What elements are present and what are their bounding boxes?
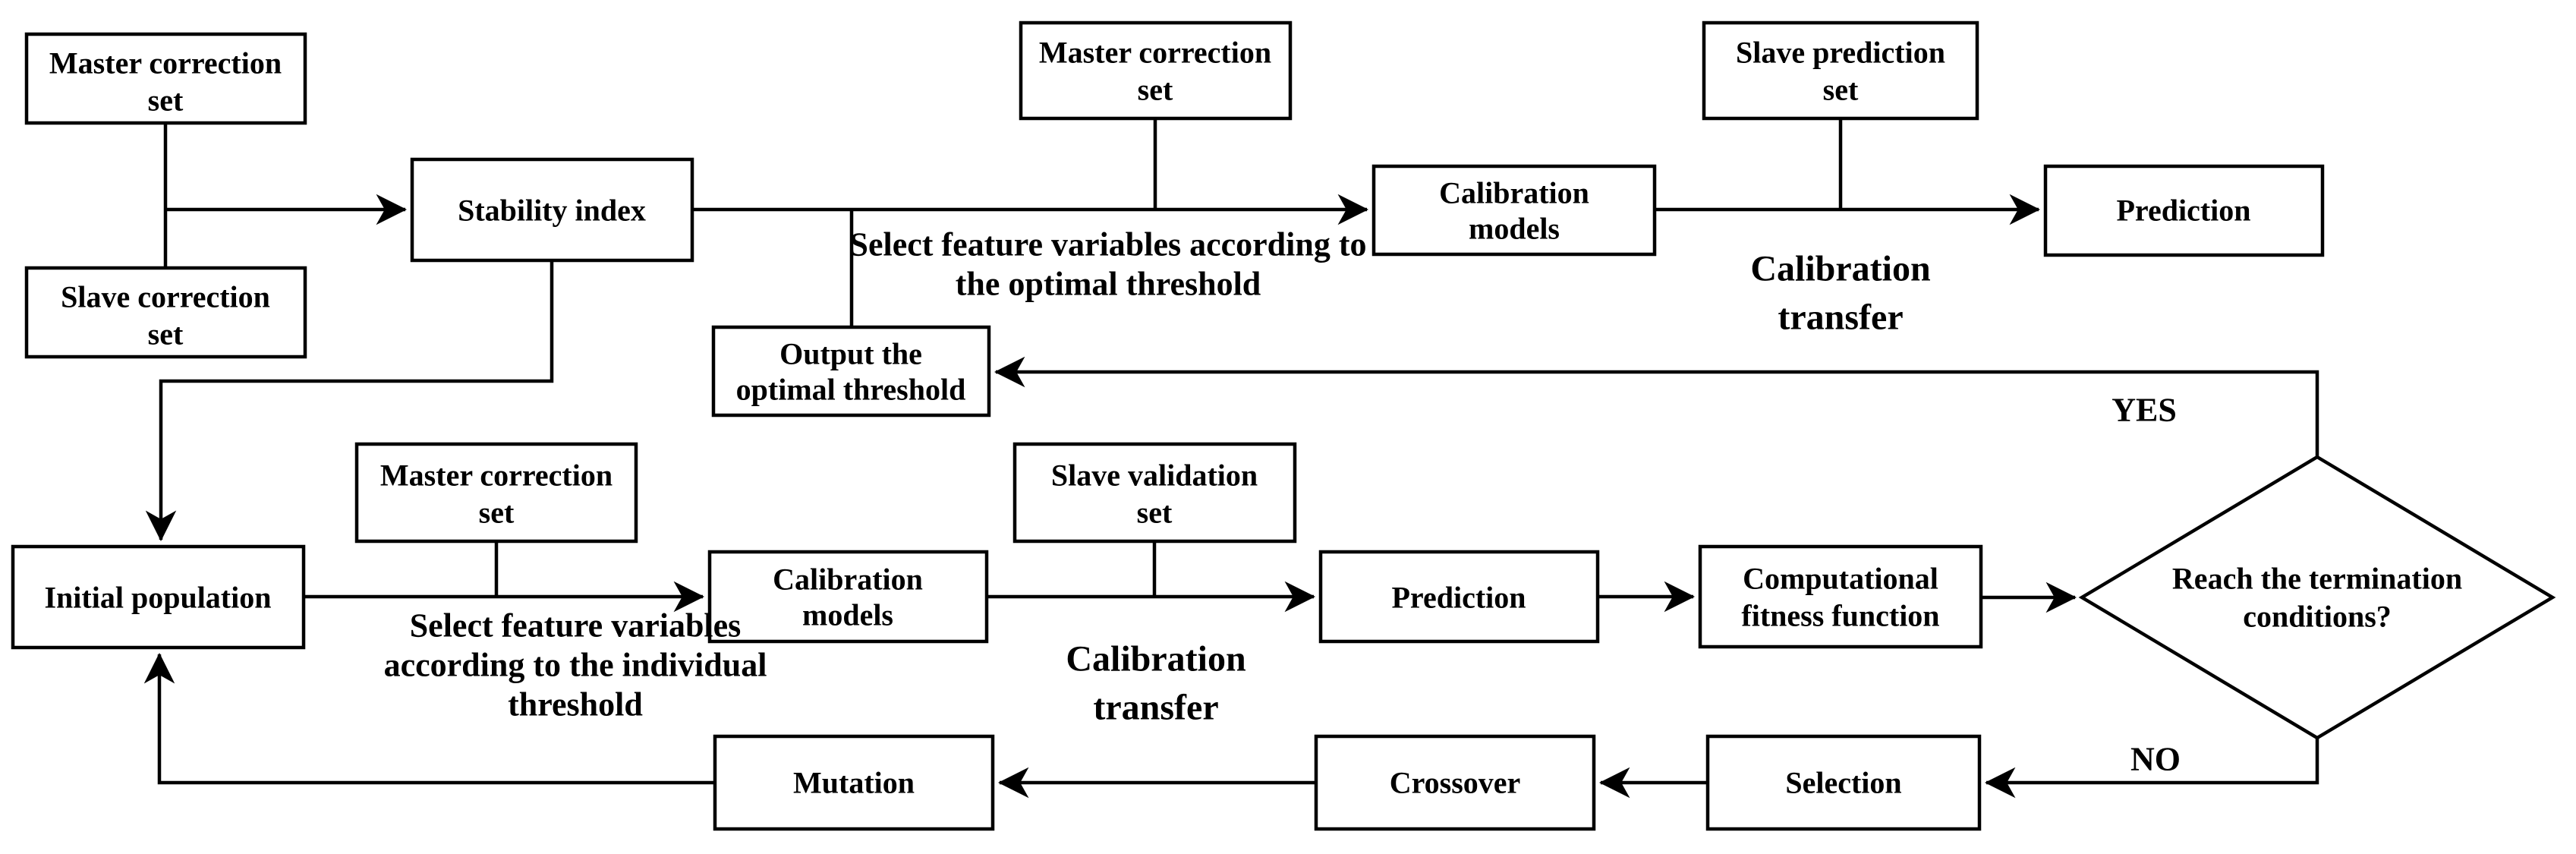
select-optimal-threshold-note: Select feature variables according to: [849, 226, 1366, 263]
select-individual-threshold-note: according to the individual: [384, 647, 767, 684]
slave-correction-set-label: Slave correction: [61, 280, 270, 314]
output-optimal-threshold-box: [711, 325, 991, 418]
slave-validation-set-label: Slave validation: [1051, 459, 1258, 493]
slave-prediction-set-label: Slave prediction: [1736, 36, 1945, 70]
no-branch-label: NO: [2130, 741, 2181, 778]
node-crossover: Crossover: [1314, 734, 1596, 831]
node-master-correction-set-2: Master correction set: [1019, 20, 1293, 121]
crossover-label: Crossover: [1390, 766, 1521, 800]
slave-prediction-set-box: [1702, 20, 1979, 121]
node-initial-population: Initial population: [11, 544, 306, 650]
calibration-models-1-label: models: [1469, 212, 1560, 246]
master-correction-set-3-box: [354, 442, 638, 544]
crossover-box: [1314, 734, 1596, 831]
select-individual-threshold-note: Select feature variables: [410, 607, 742, 644]
calibration-transfer-1-note: transfer: [1778, 298, 1903, 338]
select-optimal-threshold-note: the optimal threshold: [956, 266, 1261, 303]
node-slave-validation-set: Slave validation set: [1012, 442, 1297, 544]
edges: [143, 118, 2319, 799]
computational-fitness-function-label: Computational: [1743, 562, 1938, 596]
master-correction-set-3-label: set: [479, 496, 515, 530]
node-selection: Selection: [1705, 734, 1982, 831]
edge-stability-to-initial-population-arrow: [145, 260, 554, 542]
calibration-transfer-2-note: transfer: [1093, 688, 1218, 728]
node-prediction-1: Prediction: [2043, 164, 2325, 257]
master-correction-set-2-box: [1019, 20, 1293, 121]
calibration-models-2-label: models: [802, 598, 893, 632]
output-optimal-threshold-label: optimal threshold: [736, 373, 966, 407]
selection-box: [1705, 734, 1982, 831]
node-slave-prediction-set: Slave prediction set: [1702, 20, 1979, 121]
slave-correction-set-box: [24, 266, 307, 359]
mutation-box: [713, 734, 995, 831]
master-correction-set-2-label: set: [1138, 73, 1173, 107]
stability-index-label: Stability index: [458, 194, 646, 228]
output-optimal-threshold-label: Output the: [779, 337, 922, 371]
mutation-label: Mutation: [793, 766, 915, 800]
prediction-1-box: [2043, 164, 2325, 257]
edge-no-to-selection-arrow: [1984, 738, 2319, 799]
master-correction-set-1-label: Master correction: [49, 46, 282, 80]
node-master-correction-set-3: Master correction set: [354, 442, 638, 544]
master-correction-set-1-label: set: [148, 84, 184, 118]
prediction-2-label: Prediction: [1391, 581, 1526, 615]
calibration-transfer-2-note: Calibration: [1066, 639, 1245, 679]
master-correction-set-1-box: [24, 32, 307, 125]
node-slave-correction-set: Slave correction set: [24, 266, 307, 359]
stability-index-box: [410, 157, 694, 263]
node-mutation: Mutation: [713, 734, 995, 831]
termination-decision-label: conditions?: [2243, 600, 2392, 634]
edge-yes-feedback-to-output-threshold-arrow: [994, 356, 2319, 457]
initial-population-label: Initial population: [44, 581, 271, 615]
slave-validation-set-box: [1012, 442, 1297, 544]
slave-prediction-set-label: set: [1823, 73, 1859, 107]
initial-population-box: [11, 544, 306, 650]
computational-fitness-function-box: [1698, 544, 1983, 649]
prediction-1-label: Prediction: [2116, 194, 2250, 228]
calibration-models-1-label: Calibration: [1439, 176, 1589, 210]
node-prediction-2: Prediction: [1318, 550, 1600, 644]
selection-label: Selection: [1785, 766, 1901, 800]
calibration-transfer-1-note: Calibration: [1750, 249, 1930, 289]
slave-correction-set-label: set: [148, 317, 184, 351]
node-stability-index: Stability index: [410, 157, 694, 263]
master-correction-set-2-label: Master correction: [1039, 36, 1271, 70]
master-correction-set-3-label: Master correction: [380, 459, 613, 493]
computational-fitness-function-label: fitness function: [1741, 599, 1939, 633]
node-output-optimal-threshold: Output the optimal threshold: [711, 325, 991, 418]
yes-branch-label: YES: [2112, 392, 2177, 429]
select-individual-threshold-note: threshold: [508, 686, 643, 723]
termination-decision-label: Reach the termination: [2172, 562, 2462, 596]
edge-annotations: Select feature variables according to th…: [384, 226, 2181, 778]
node-master-correction-set-1: Master correction set: [24, 32, 307, 125]
prediction-2-box: [1318, 550, 1600, 644]
termination-decision-diamond-shape: [2078, 455, 2556, 740]
node-termination-decision-diamond: Reach the termination conditions?: [2078, 455, 2556, 740]
slave-validation-set-label: set: [1137, 496, 1173, 530]
calibration-models-2-box: [707, 550, 989, 644]
node-calibration-models-1: Calibration models: [1371, 164, 1657, 257]
node-computational-fitness-function: Computational fitness function: [1698, 544, 1983, 649]
edge-mutation-to-initial-population-arrow: [143, 652, 715, 785]
node-calibration-models-2: Calibration models: [707, 550, 989, 644]
calibration-models-1-box: [1371, 164, 1657, 257]
calibration-models-2-label: Calibration: [773, 563, 923, 597]
